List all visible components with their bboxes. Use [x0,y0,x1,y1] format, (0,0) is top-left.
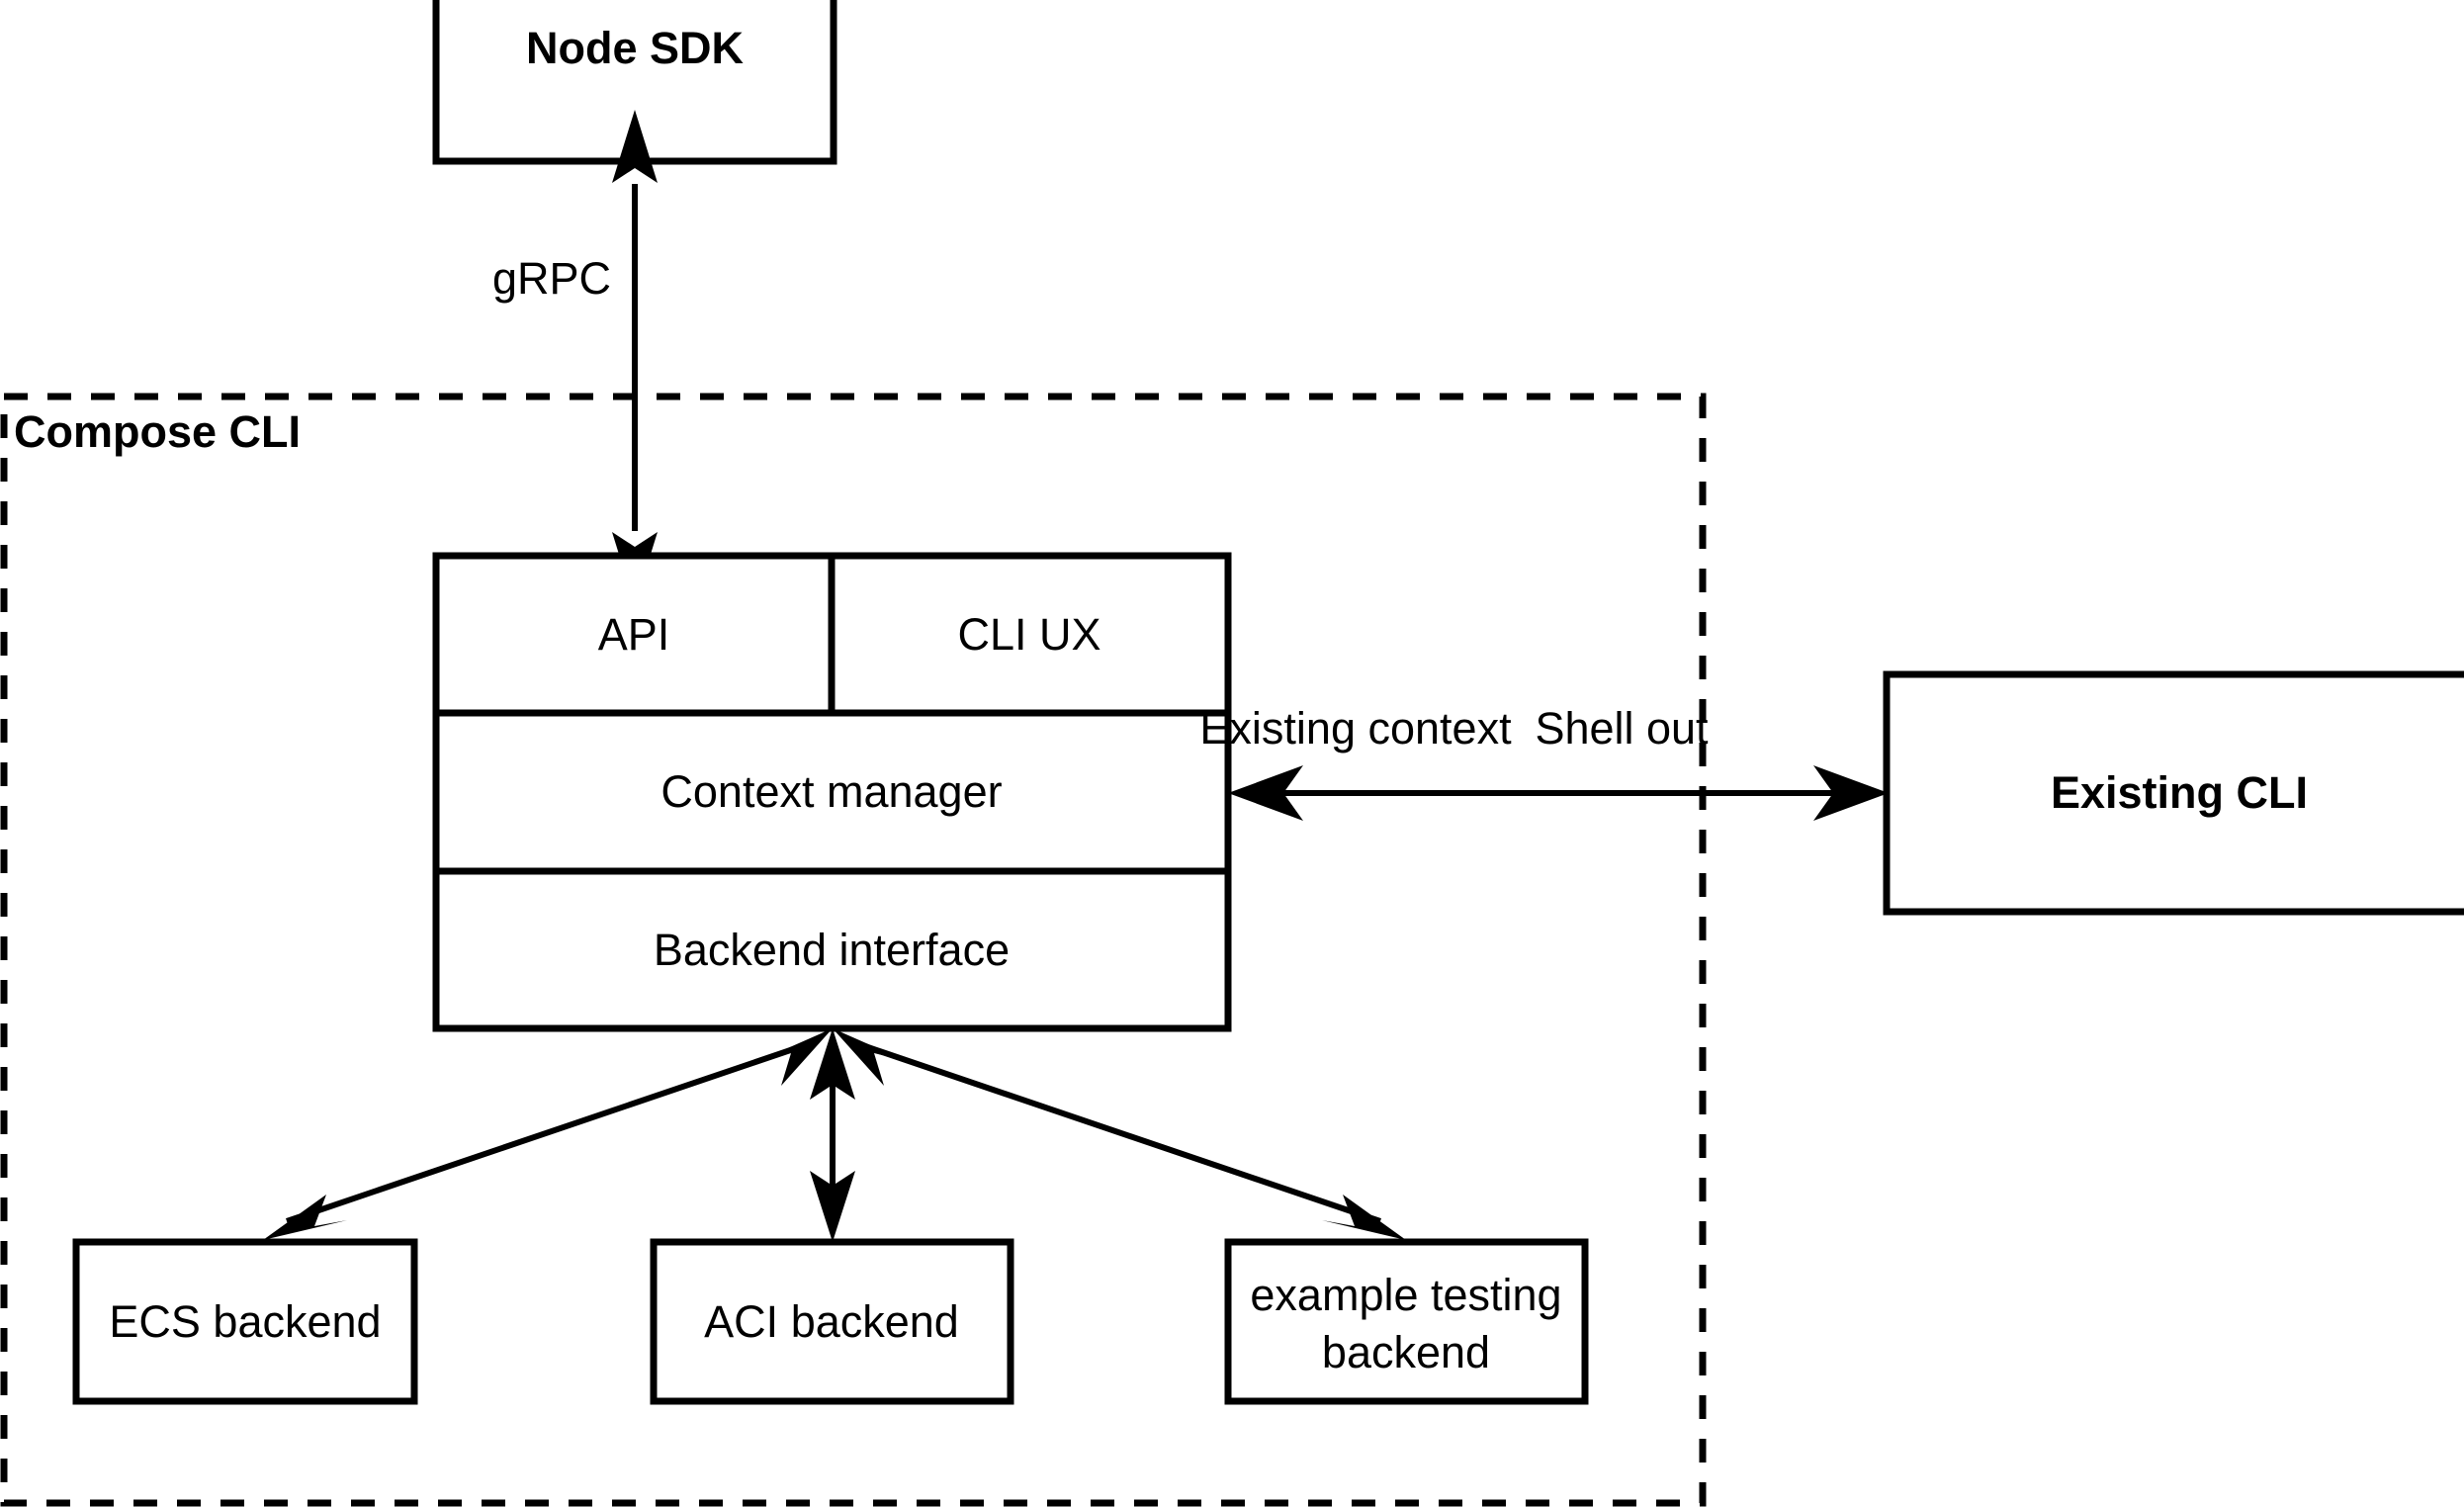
example-arrowhead-up [833,1028,907,1086]
aci-arrowhead-up [810,1028,855,1100]
backend-interface-label: Backend interface [654,925,1010,975]
aci-backend-label: ACI backend [704,1296,959,1347]
aci-backend-box[interactable] [650,1238,1014,1405]
node-sdk-label: Node SDK [526,23,745,73]
ecs-arrowhead-down [263,1195,347,1240]
shell-out-arrowhead [1813,765,1889,821]
existing-cli-box[interactable] [1883,670,2464,916]
ecs-connector-line [286,1040,812,1224]
compose-cli-group-label: Compose CLI [14,406,301,457]
context-manager-label: Context manager [660,766,1002,817]
existing-cli-label: Existing CLI [2051,767,2308,818]
compose-cli-group-border [0,393,1707,1507]
shell-out-edge-label: Shell out [1535,703,1709,754]
api-label: API [598,609,670,660]
ecs-backend-box[interactable] [72,1238,418,1405]
cli-ux-label: CLI UX [957,609,1100,660]
example-testing-backend-label-line1: example testing [1250,1270,1561,1320]
existing-context-arrowhead [1228,765,1303,821]
example-arrowhead-down [1322,1195,1406,1240]
ecs-arrowhead-up [758,1028,833,1086]
aci-arrowhead-down [810,1171,855,1242]
grpc-edge-label: gRPC [492,253,611,304]
ecs-backend-label: ECS backend [109,1296,381,1347]
node-sdk-box[interactable] [432,0,837,165]
example-testing-backend-box[interactable] [1224,1238,1589,1405]
existing-context-edge-label: Existing context [1199,703,1512,754]
grpc-arrowhead-up [612,110,658,183]
example-testing-backend-label-line2: backend [1322,1327,1490,1377]
example-connector-line [855,1040,1381,1224]
